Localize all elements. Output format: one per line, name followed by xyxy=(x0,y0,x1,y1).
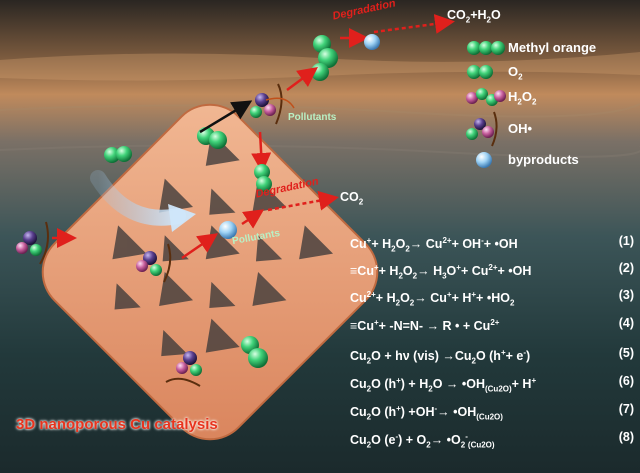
equation-formula: ≡Cu++ -N=N- → R • + Cu2+ xyxy=(350,318,500,334)
equation-3: Cu2++ H2O2→ Cu++ H++ •HO2 (3) xyxy=(350,284,634,308)
equation-number: (2) xyxy=(618,261,634,275)
co2-h2o-label: CO2+H2O xyxy=(447,8,501,25)
equation-1: Cu++ H2O2→ Cu2++ OH-+ •OH (1) xyxy=(350,230,634,254)
co2-label: CO2 xyxy=(340,190,364,207)
o2-molecule-bottom xyxy=(241,336,268,368)
legend-o2-icon xyxy=(467,65,493,79)
byproduct-top xyxy=(364,34,380,50)
equation-number: (7) xyxy=(618,402,634,416)
legend-byproducts-label: byproducts xyxy=(508,152,579,167)
oh-radical-top xyxy=(250,83,295,125)
equation-7: Cu2O (h+) +OH-→ •OH(Cu2O) (7) xyxy=(350,398,634,422)
equation-formula: Cu2O (e-) + O2→ •O2-(Cu2O) xyxy=(350,432,495,450)
equation-formula: Cu2O (h+) + H2O → •OH(Cu2O)+ H+ xyxy=(350,376,537,394)
equation-number: (4) xyxy=(618,316,634,330)
legend-methyl-orange-icon xyxy=(467,41,505,55)
legend-o2-label: O2 xyxy=(508,64,523,82)
o2-molecule-right xyxy=(254,164,272,192)
oh-radical-left xyxy=(16,221,49,265)
equation-formula: Cu2++ H2O2→ Cu++ H++ •HO2 xyxy=(350,290,515,308)
oxidation-arrow xyxy=(199,100,253,134)
legend-h2o2-icon xyxy=(466,88,506,106)
equation-formula: Cu2O (h+) +OH-→ •OH(Cu2O) xyxy=(350,404,503,422)
equation-5: Cu2O + hν (vis) →Cu2O (h++ e-) (5) xyxy=(350,342,634,366)
legend-oh-icon xyxy=(466,111,498,147)
equation-6: Cu2O (h+) + H2O → •OH(Cu2O)+ H+ (6) xyxy=(350,370,634,394)
legend-methyl-orange-label: Methyl orange xyxy=(508,40,597,55)
legend-oh-label: OH• xyxy=(508,121,533,136)
adsorption-arrow xyxy=(90,170,186,226)
o2-molecule-left xyxy=(104,146,132,163)
equation-formula: ≡Cu++ H2O2→ H3O++ Cu2++ •OH xyxy=(350,263,532,281)
equation-number: (1) xyxy=(618,234,634,248)
equation-number: (5) xyxy=(618,346,634,360)
equation-formula: Cu++ H2O2→ Cu2++ OH-+ •OH xyxy=(350,236,518,254)
cu-lattice xyxy=(41,103,379,441)
equation-8: Cu2O (e-) + O2→ •O2-(Cu2O) (8) xyxy=(350,426,634,450)
legend-h2o2-label: H2O2 xyxy=(508,89,537,107)
equation-formula: Cu2O + hν (vis) →Cu2O (h++ e-) xyxy=(350,348,531,366)
equation-number: (8) xyxy=(618,430,634,444)
equation-2: ≡Cu++ H2O2→ H3O++ Cu2++ •OH (2) xyxy=(350,257,634,281)
equation-number: (6) xyxy=(618,374,634,388)
equation-4: ≡Cu++ -N=N- → R • + Cu2+ (4) xyxy=(350,312,634,334)
caption: 3D nanoporous Cu catalysis xyxy=(16,416,218,433)
equation-number: (3) xyxy=(618,288,634,302)
oh-radical-bottom xyxy=(165,351,202,387)
pollutant-middle xyxy=(219,221,237,239)
pollutants-label-top: Pollutants xyxy=(288,112,337,123)
oh-radical-middle xyxy=(136,243,172,283)
legend-byproducts-icon xyxy=(476,152,492,168)
